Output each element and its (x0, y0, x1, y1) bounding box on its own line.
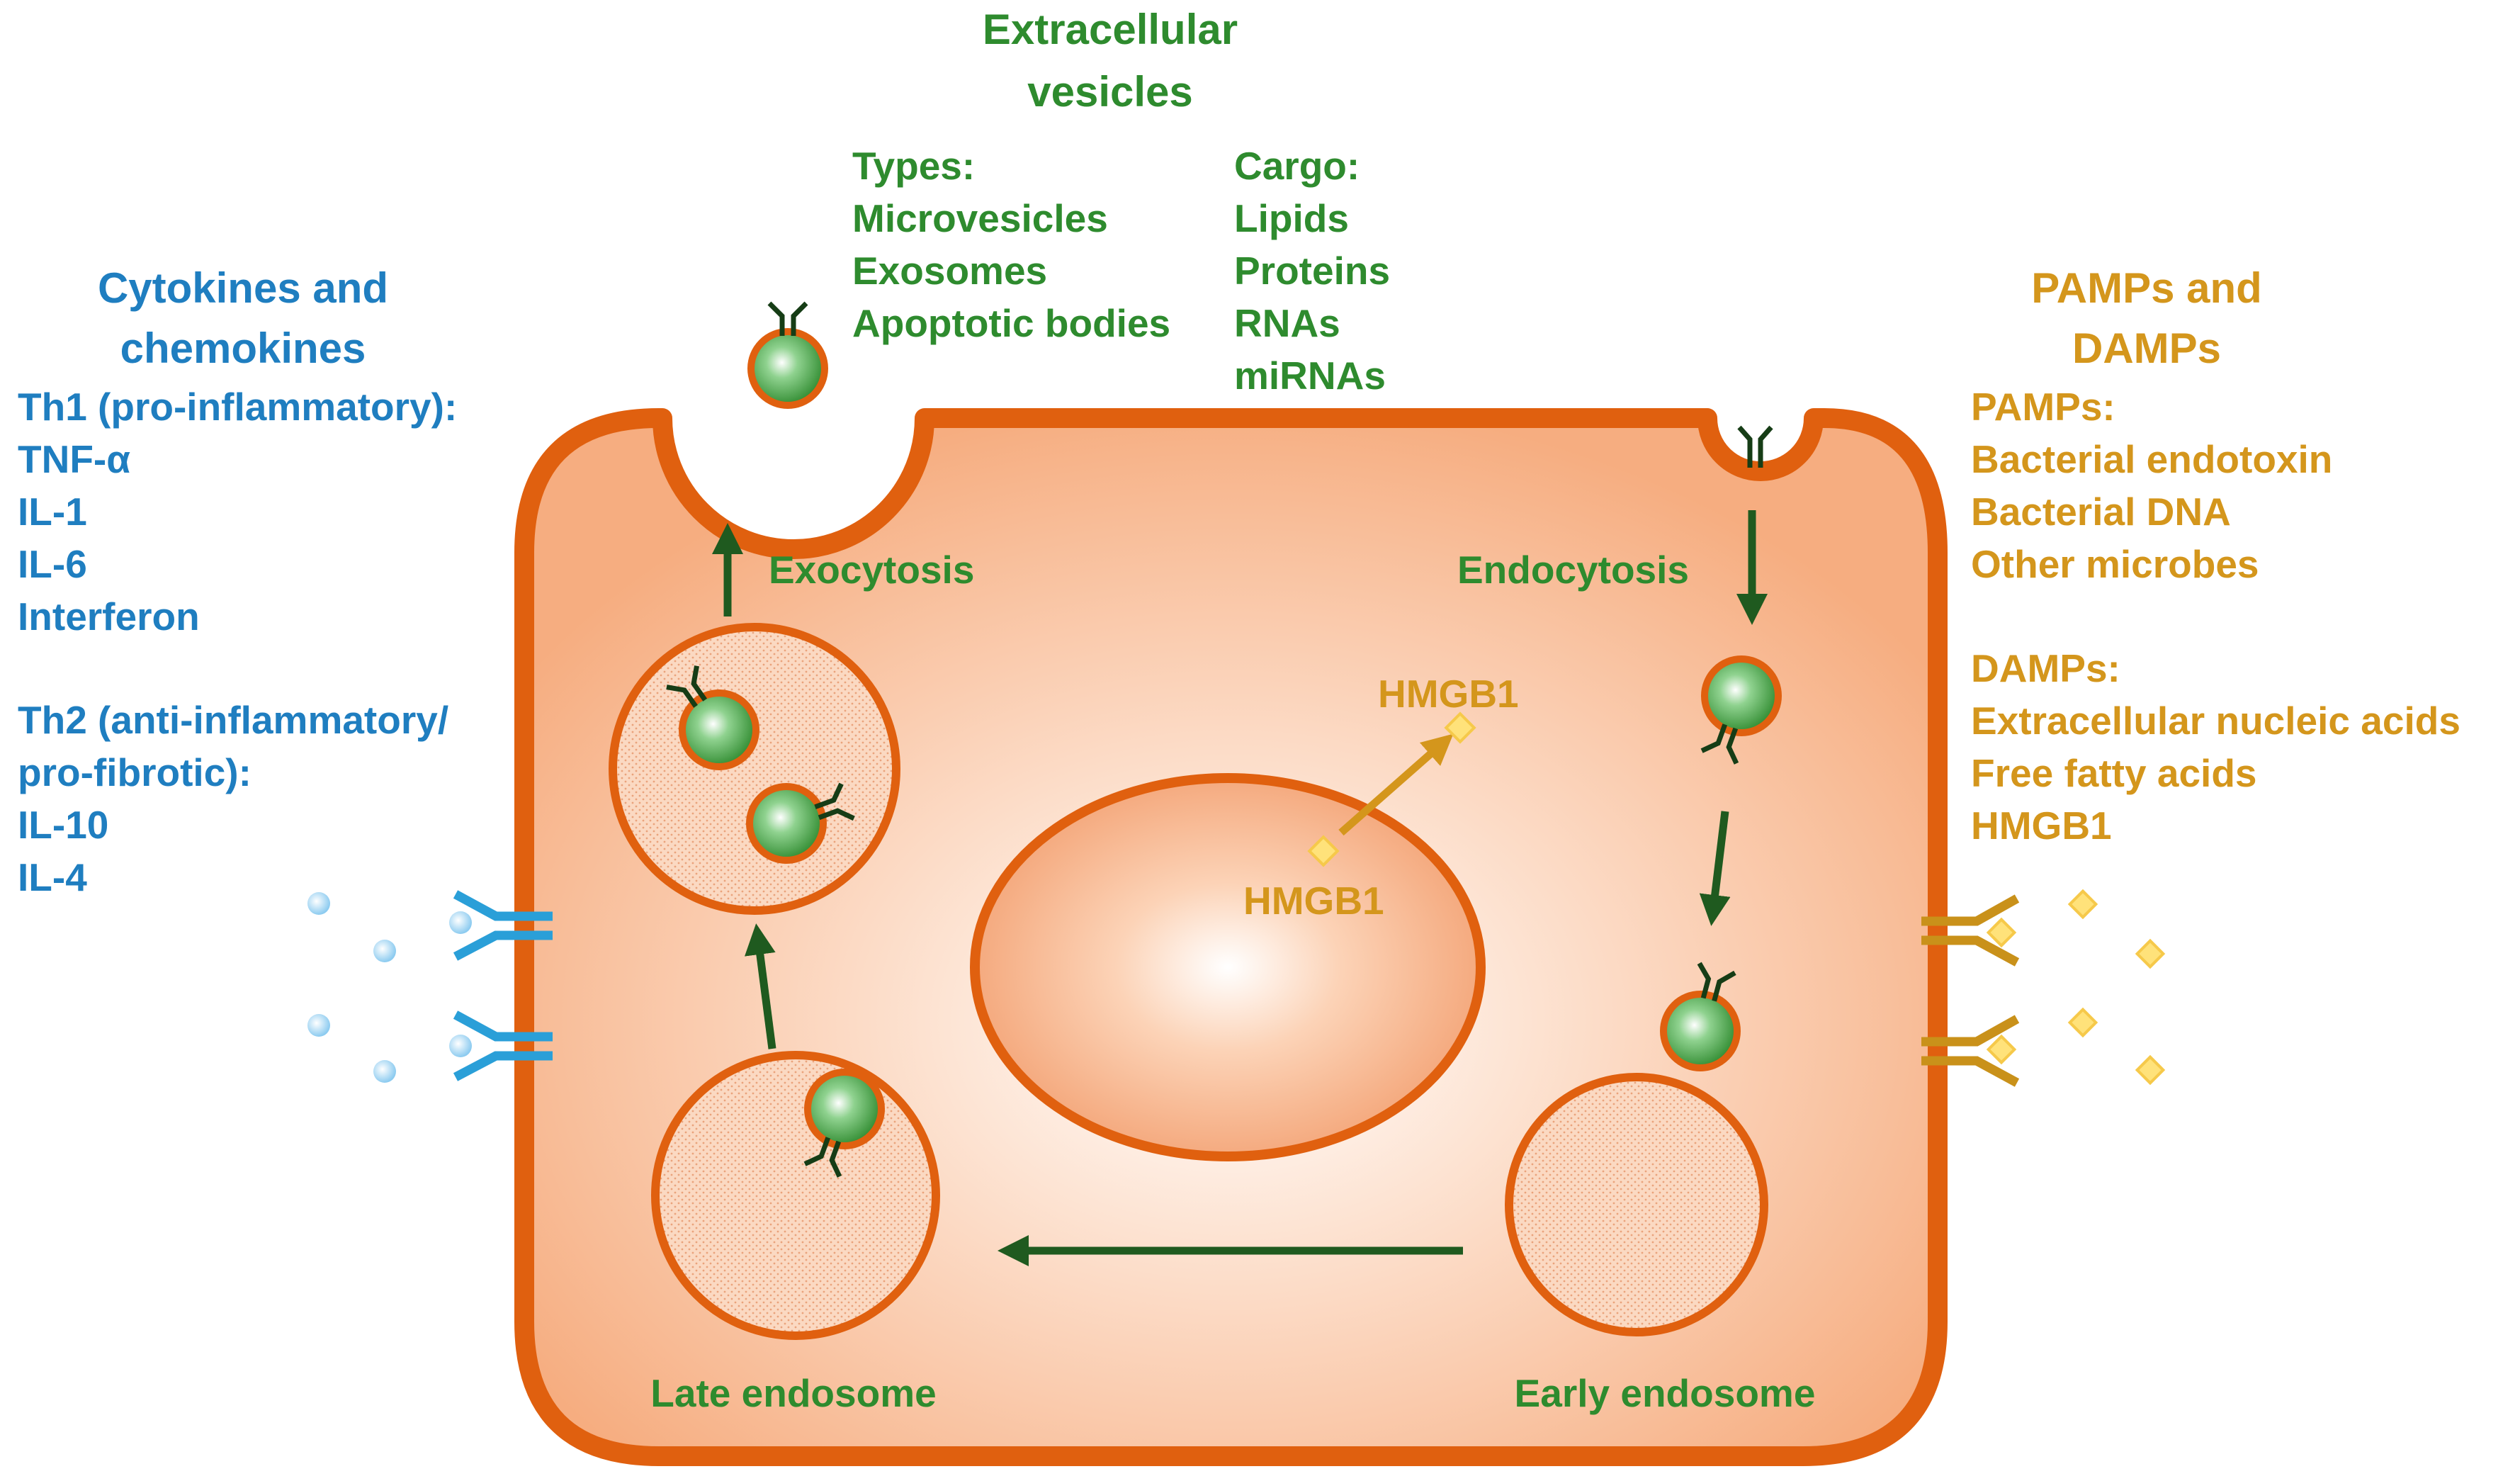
extracellular-vesicle (1700, 655, 1782, 765)
ev-title-line1: Extracellular (983, 6, 1238, 53)
damps-item: Free fatty acids (1971, 751, 2257, 795)
hmgb1-diamond-inner (1307, 835, 1340, 867)
th1-item: IL-6 (18, 542, 87, 586)
nucleus (970, 773, 1486, 1161)
vesicle-ligand (1700, 723, 1739, 765)
ev-types-header: Types: (852, 144, 975, 188)
pamps-damps-title-line2: DAMPs (2072, 325, 2221, 372)
ev-title-line2: vesicles (1027, 68, 1193, 116)
vesicle-ligand (767, 301, 808, 336)
hmgb1-inner-label: HMGB1 (1243, 879, 1384, 923)
pamps-header: PAMPs: (1971, 385, 2115, 429)
early-endosome-label: Early endosome (1515, 1371, 1816, 1415)
damps-item: HMGB1 (1971, 804, 2112, 848)
ev-type-item: Microvesicles (852, 196, 1108, 240)
endocytosis-label: Endocytosis (1457, 548, 1689, 592)
damp-molecule (2067, 889, 2098, 920)
extracellular-vesicle (746, 782, 855, 864)
cytokine-molecule (307, 892, 330, 915)
endocytic-pit-ligand (1737, 425, 1773, 468)
vesicle-ligand (1697, 962, 1736, 1002)
trafficking-arrows (712, 510, 1768, 1266)
extracellular-vesicle (747, 301, 828, 409)
pamps-item: Bacterial DNA (1971, 490, 2231, 534)
pamps-damps-title-line1: PAMPs and (2031, 264, 2262, 312)
arrow-hmgb1-release (1338, 733, 1454, 836)
hmgb1-outer-label: HMGB1 (1378, 672, 1519, 716)
cytokine-molecule (307, 1014, 330, 1037)
ev-type-item: Exosomes (852, 249, 1047, 293)
damp-molecule (2135, 1054, 2166, 1086)
th1-item: TNF-α (18, 437, 130, 481)
cytokine-receptor-bottom (453, 1010, 553, 1081)
cytokine-receptors (453, 890, 553, 1081)
th2-item: IL-10 (18, 803, 108, 847)
pattern-receptor-bottom (1921, 1015, 2020, 1087)
pamps-item: Bacterial endotoxin (1971, 437, 2332, 481)
cytokine-molecules (307, 892, 472, 1083)
cytokine-molecule (449, 911, 472, 934)
hmgb1-diamond-outer (1444, 711, 1476, 744)
pattern-receptors (1921, 894, 2020, 1087)
extracellular-vesicle (666, 665, 759, 770)
th2-header-line2: pro-fibrotic): (18, 750, 252, 794)
damp-molecule (2067, 1007, 2098, 1038)
vesicle-ligand (814, 782, 855, 821)
th2-header-line1: Th2 (anti-inflammatory/ (18, 698, 448, 742)
pamps-item: Other microbes (1971, 542, 2259, 586)
ev-cargo-item: Lipids (1234, 196, 1349, 240)
damp-molecule (1986, 1034, 2017, 1065)
extracellular-vesicle (1660, 962, 1741, 1071)
ev-cargo-header: Cargo: (1234, 144, 1360, 188)
cytokine-receptor-top (453, 890, 553, 961)
damps-item: Extracellular nucleic acids (1971, 699, 2460, 743)
th1-item: IL-1 (18, 490, 87, 534)
damp-molecule (2135, 938, 2166, 969)
early-endosome (1505, 1073, 1768, 1336)
cytokine-molecule (373, 1060, 396, 1083)
vesicle-ligand (666, 665, 708, 708)
th1-item: Interferon (18, 595, 200, 638)
ev-type-item: Apoptotic bodies (852, 301, 1170, 345)
late-endosome (651, 1051, 940, 1340)
vesicle-ligand (803, 1137, 842, 1178)
arrow-to-early (1699, 811, 1731, 926)
th1-header: Th1 (pro-inflammatory): (18, 385, 457, 429)
exocytic-compartment (609, 623, 900, 915)
ev-cargo-item: RNAs (1234, 301, 1340, 345)
late-endosome-label: Late endosome (650, 1371, 936, 1415)
pattern-receptor-top (1921, 894, 2020, 967)
arrow-late-to-exocytic (744, 923, 776, 1049)
cytokines-title-line1: Cytokines and (98, 264, 388, 312)
ev-cargo-item: Proteins (1234, 249, 1390, 293)
damps-header: DAMPs: (1971, 646, 2120, 690)
cytokine-molecule (449, 1035, 472, 1057)
cytokines-title-line2: chemokines (120, 325, 366, 372)
vesicle-group (666, 301, 1782, 1178)
damp-molecules (1986, 889, 2166, 1086)
cytokine-molecule (373, 940, 396, 962)
damp-molecule (1986, 917, 2017, 948)
ev-cargo-item: miRNAs (1234, 354, 1386, 398)
extracellular-vesicle (803, 1069, 885, 1178)
exocytosis-label: Exocytosis (769, 548, 974, 592)
th2-item: IL-4 (18, 855, 87, 899)
